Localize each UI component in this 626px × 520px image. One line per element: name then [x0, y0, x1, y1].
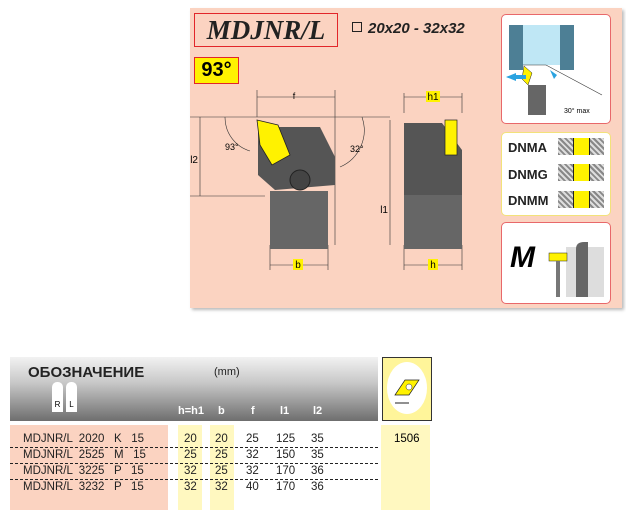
cell-b: 25 — [215, 465, 228, 477]
col-l2: l2 — [313, 405, 323, 417]
angle-32: 32° — [350, 144, 364, 154]
col-l1: l1 — [280, 405, 290, 417]
max-angle-label: 30° max — [564, 107, 590, 115]
cell-code: MDJNR/L 3225 P 15 — [23, 465, 144, 477]
cell-h: 25 — [184, 449, 197, 461]
insert-column-bg — [381, 425, 430, 510]
dim-h1: h1 — [427, 92, 439, 103]
row-divider — [10, 463, 378, 464]
dim-l1: l1 — [380, 205, 388, 216]
hand-rl-icon: R L — [52, 382, 80, 412]
insert-section-icon — [558, 164, 604, 181]
cell-b: 25 — [215, 449, 228, 461]
cell-f: 32 — [246, 465, 259, 477]
cell-l1: 150 — [276, 449, 296, 461]
designation-heading: ОБОЗНАЧЕНИЕ — [28, 364, 145, 381]
designation-column — [10, 425, 168, 510]
cell-h: 20 — [184, 433, 197, 445]
table-row: MDJNR/L 2525 M 15 25 25 32 150 35 — [0, 447, 380, 463]
col-h: h=h1 — [178, 405, 204, 417]
col-f: f — [251, 405, 255, 417]
cell-code: MDJNR/L 2525 M 15 — [23, 449, 146, 461]
cell-f: 40 — [246, 481, 259, 493]
cell-f: 25 — [246, 433, 259, 445]
angle-93: 93° — [225, 142, 239, 152]
insert-section-icon — [558, 138, 604, 155]
row-divider — [10, 447, 378, 448]
row-divider — [10, 479, 378, 480]
insert-code: 1506 — [394, 433, 420, 445]
cell-l2: 35 — [311, 449, 324, 461]
approach-angle-badge: 93° — [194, 57, 239, 84]
cell-l1: 170 — [276, 465, 296, 477]
cell-l2: 35 — [311, 433, 324, 445]
product-title: MDJNR/L — [194, 13, 338, 47]
table-row: MDJNR/L 3232 P 15 32 32 40 170 36 — [0, 479, 380, 495]
insert-types-panel: DNMA DNMG DNMM — [501, 132, 611, 216]
cell-l1: 125 — [276, 433, 296, 445]
insert-dnma: DNMA — [508, 140, 547, 155]
dim-l2: l2 — [190, 155, 198, 166]
clamp-type: M — [510, 241, 535, 274]
table-row: MDJNR/L 2020 K 15 20 20 25 125 35 — [0, 431, 380, 447]
application-diagram: 30° max — [501, 14, 611, 124]
unit-label: (mm) — [214, 366, 240, 378]
table-body: MDJNR/L 2020 K 15 20 20 25 125 35 MDJNR/L 252… — [0, 431, 380, 495]
insert-dnmg: DNMG — [508, 167, 548, 182]
table-row: MDJNR/L 3225 P 15 32 25 32 170 36 — [0, 463, 380, 479]
b-column-bg — [210, 425, 234, 510]
sizes-text: 20x20 - 32x32 — [368, 20, 465, 37]
clamp-icon — [548, 242, 604, 297]
square-icon — [352, 22, 362, 32]
dim-h: h — [430, 260, 436, 271]
hand-l: L — [66, 382, 77, 412]
cell-code: MDJNR/L 2020 K 15 — [23, 433, 145, 445]
cell-l2: 36 — [311, 481, 324, 493]
insert-shape-box — [382, 357, 432, 421]
cell-b: 20 — [215, 433, 228, 445]
cell-f: 32 — [246, 449, 259, 461]
cell-l2: 36 — [311, 465, 324, 477]
hand-r: R — [52, 382, 63, 412]
cell-l1: 170 — [276, 481, 296, 493]
cell-h: 32 — [184, 465, 197, 477]
shank-sizes: 20x20 - 32x32 — [352, 20, 465, 37]
dim-f: f — [293, 91, 296, 101]
insert-section-icon — [558, 191, 604, 208]
clamp-system-panel: M — [501, 222, 611, 304]
col-b: b — [218, 405, 225, 417]
dim-b: b — [295, 260, 301, 271]
insert-dnmm: DNMM — [508, 193, 549, 208]
cell-h: 32 — [184, 481, 197, 493]
cell-b: 32 — [215, 481, 228, 493]
h-column-bg — [178, 425, 202, 510]
cell-code: MDJNR/L 3232 P 15 — [23, 481, 144, 493]
tool-holder-drawing: f l2 l1 93° 32° h1 b h — [190, 90, 463, 271]
